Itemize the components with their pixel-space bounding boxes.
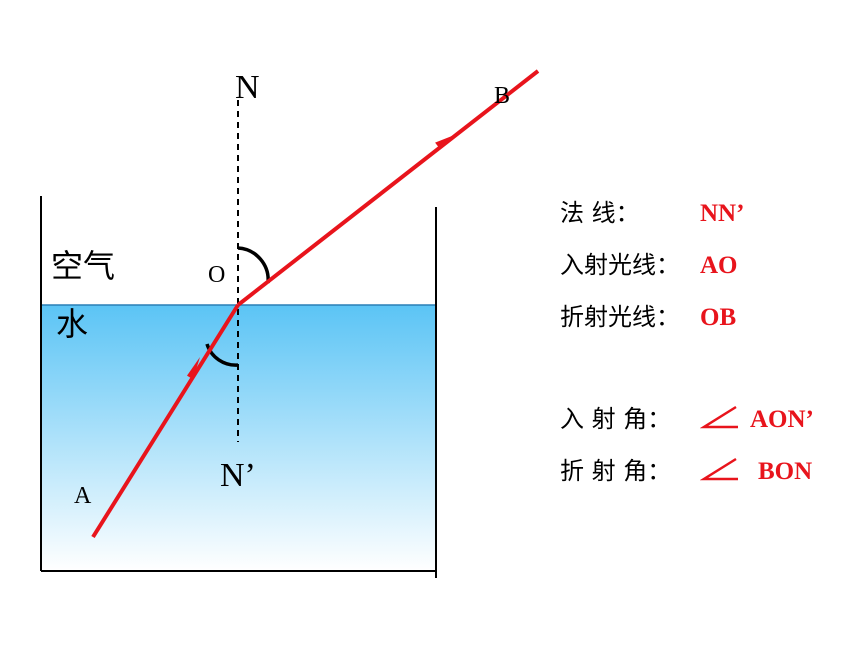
legend-normal-value: NN’ — [700, 200, 745, 227]
incident-ray — [91, 303, 240, 539]
label-o: O — [208, 262, 225, 288]
water-body — [41, 305, 436, 571]
legend-incident-ray-term: 入射光线： — [560, 251, 680, 279]
label-water: 水 — [56, 305, 88, 343]
legend-refracted-ray-value: OB — [700, 304, 737, 331]
legend-normal: 法 线： NN’ — [560, 193, 744, 228]
legend-refraction-angle-term: 折 射 角： — [560, 457, 672, 485]
refracted-ray — [236, 69, 540, 307]
refraction-angle-arc — [237, 246, 270, 284]
incident-ray-arrow — [187, 357, 200, 380]
incident-angle-arc — [205, 343, 239, 367]
legend-refracted-ray: 折射光线： OB — [560, 297, 736, 332]
legend-incident-angle-term: 入 射 角： — [560, 405, 672, 433]
legend-refraction-angle: 折 射 角： BON — [560, 451, 812, 486]
legend-incident-angle-value: AON’ — [750, 406, 814, 433]
label-b: B — [494, 83, 510, 109]
legend-incident-ray: 入射光线： AO — [560, 245, 738, 280]
label-a: A — [74, 483, 92, 509]
angle-symbol-icon — [700, 405, 738, 429]
legend-normal-term: 法 线： — [560, 199, 640, 227]
label-air: 空气 — [51, 247, 115, 285]
legend-incident-angle: 入 射 角： AON’ — [560, 399, 814, 434]
legend-incident-ray-value: AO — [700, 252, 738, 279]
angle-symbol-icon — [700, 457, 738, 481]
refracted-ray-arrow — [435, 134, 457, 149]
label-n: N — [235, 69, 260, 106]
legend-refracted-ray-term: 折射光线： — [560, 303, 680, 331]
label-n-prime: N’ — [220, 457, 256, 494]
legend-refraction-angle-value: BON — [758, 458, 813, 485]
